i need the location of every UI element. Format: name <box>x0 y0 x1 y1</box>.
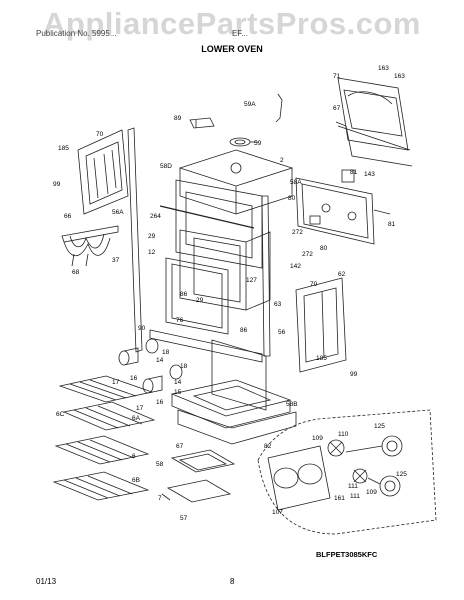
callout-label: 15 <box>174 389 182 396</box>
callout-label: 2 <box>280 157 284 164</box>
callout-label: 59 <box>254 140 262 147</box>
callout-label: 81 <box>388 221 396 228</box>
callout-label: 70 <box>310 281 318 288</box>
callout-label: 58B <box>286 401 298 408</box>
bake-element <box>61 225 119 267</box>
callout-label: 37 <box>112 257 120 264</box>
lower-cavity-panel <box>170 339 297 445</box>
callout-label: 6C <box>56 411 65 418</box>
side-rail-56a <box>127 127 143 353</box>
lamp-assembly-upper <box>118 338 159 366</box>
callout-label: 142 <box>290 263 301 270</box>
hidden-bake-element <box>161 449 236 503</box>
callout-label: 185 <box>316 355 327 362</box>
callout-label: 6 <box>132 453 136 460</box>
callout-label: 110 <box>338 431 349 438</box>
footer-page-number: 8 <box>230 577 235 586</box>
callout-label: 6B <box>132 477 140 484</box>
callout-label: 17 <box>136 405 144 412</box>
callout-label: 163 <box>394 73 405 80</box>
callout-label: 16 <box>156 399 164 406</box>
callout-label: 99 <box>350 371 358 378</box>
callout-label: 63 <box>274 301 282 308</box>
callout-label: 14 <box>156 357 164 364</box>
callout-label: 67 <box>333 105 341 112</box>
oven-cavity-top <box>178 149 294 215</box>
callout-label: 71 <box>333 73 341 80</box>
oven-liner <box>165 229 271 335</box>
callout-label: 57 <box>180 515 188 522</box>
oven-rack-6c <box>58 375 154 403</box>
header-left-text: Publication No. 5995... <box>36 29 117 38</box>
callout-label: 89 <box>174 115 182 122</box>
vent-duct <box>229 93 283 147</box>
oven-rack-6b <box>52 471 150 501</box>
watermark: AppliancePartsPros.com <box>43 6 421 41</box>
rear-panel <box>335 77 413 167</box>
callout-label: 29 <box>196 297 204 304</box>
header-right-text: EF... <box>232 29 249 38</box>
right-side-panel-lower <box>295 277 347 373</box>
callout-label: 143 <box>364 171 375 178</box>
oven-rack-6 <box>54 435 150 465</box>
callout-label: 86 <box>240 327 248 334</box>
callout-label: 68 <box>72 269 80 276</box>
callout-label: 18 <box>162 349 170 356</box>
callout-label: 161 <box>334 495 345 502</box>
callout-label: 66 <box>64 213 72 220</box>
callout-label: 58 <box>156 461 164 468</box>
callout-label: 14 <box>174 379 182 386</box>
callout-label: 125 <box>374 423 385 430</box>
callout-label: 62 <box>338 271 346 278</box>
callout-label: 272 <box>292 229 303 236</box>
callout-label: 109 <box>366 489 377 496</box>
callout-label: 127 <box>246 277 257 284</box>
callout-label: 185 <box>58 145 69 152</box>
callout-label: 272 <box>302 251 313 258</box>
diagram-code: BLFPET3085KFC <box>316 550 378 559</box>
callout-label: 81 <box>350 169 358 176</box>
callout-label: 80 <box>288 195 296 202</box>
callout-label: 58D <box>160 163 172 170</box>
callout-label: 86 <box>180 291 188 298</box>
callout-label: 264 <box>150 213 161 220</box>
callout-label: 12 <box>148 249 156 256</box>
callout-label: 125 <box>396 471 407 478</box>
callout-label: 80 <box>320 245 328 252</box>
callout-label: 56A <box>112 209 124 216</box>
callout-label: 18 <box>180 363 188 370</box>
callout-label: 82 <box>264 443 272 450</box>
callout-label: 7 <box>158 495 162 502</box>
callout-label: 109 <box>312 435 323 442</box>
footer-date: 01/13 <box>36 577 57 586</box>
callout-label: 17 <box>112 379 120 386</box>
callout-label: 111 <box>350 493 360 500</box>
callout-label: 6A <box>132 415 141 422</box>
callout-label: 29 <box>148 233 156 240</box>
callout-label: 99 <box>53 181 61 188</box>
callout-label: 90 <box>138 325 146 332</box>
center-rail-56 <box>261 195 271 357</box>
callout-label: 56 <box>278 329 286 336</box>
callout-label: 111 <box>348 483 358 490</box>
callout-label: 163 <box>378 65 389 72</box>
callout-label: 16 <box>130 375 138 382</box>
front-frame <box>159 179 263 269</box>
callout-label: 58A <box>290 179 302 186</box>
oven-rack-6a <box>62 401 156 431</box>
callout-label: 70 <box>96 131 104 138</box>
callout-label: 59A <box>244 101 256 108</box>
right-side-bracket-panel <box>295 169 391 245</box>
convection-fan-detail <box>257 409 437 535</box>
front-panel-90 <box>149 329 263 363</box>
left-side-panel <box>77 129 129 215</box>
callout-label: 107 <box>272 509 283 516</box>
callout-label: 76 <box>176 317 184 324</box>
callout-label: 67 <box>176 443 184 450</box>
diagram-title: LOWER OVEN <box>201 44 263 54</box>
bracket-89 <box>189 117 215 129</box>
